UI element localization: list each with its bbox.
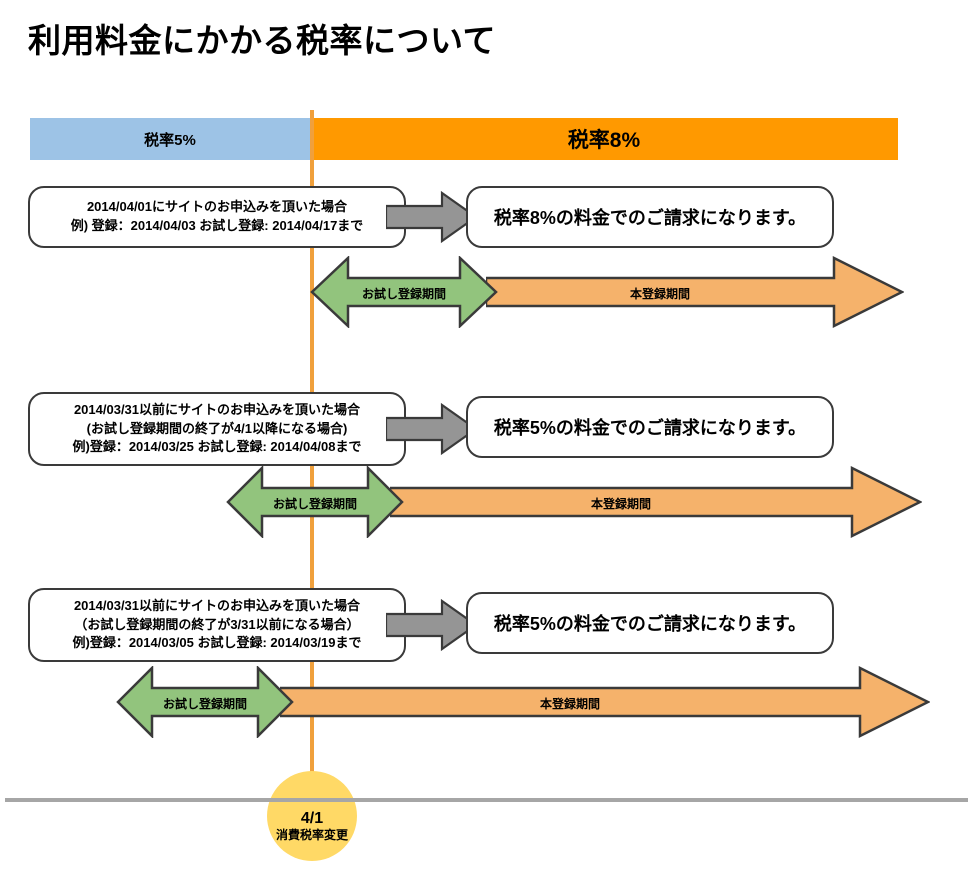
row-1-result-text: 税率8%の料金でのご請求になります。 — [493, 208, 807, 228]
timeline-baseline — [5, 798, 968, 802]
row-2-condition-text: 2014/03/31以前にサイトのお申込みを頂いた場合 (お試し登録期間の終了が… — [72, 401, 361, 458]
page-title: 利用料金にかかる税率について — [28, 22, 497, 59]
row-3-result-box: 税率5%の料金でのご請求になります。 — [466, 592, 834, 654]
row-3-condition-line1: 2014/03/31以前にサイトのお申込みを頂いた場合 — [73, 597, 361, 613]
row-3-trial-period-arrow — [116, 666, 294, 738]
tax-rate-5-label: 税率5% — [144, 131, 196, 149]
row-3-condition-line2: （お試し登録期間の終了が3/31以前になる場合） — [74, 616, 360, 632]
row-3-result-text: 税率5%の料金でのご請求になります。 — [493, 614, 807, 634]
row-3-full-registration-arrow — [280, 666, 930, 738]
row-2-condition-line2: (お試し登録期間の終了が4/1以降になる場合) — [86, 420, 348, 436]
tax-rate-8-label: 税率8% — [567, 129, 641, 152]
row-2-gray-connector-arrow — [386, 402, 478, 456]
row-1-condition-line1: 2014/04/01にサイトのお申込みを頂いた場合 — [86, 199, 348, 215]
row-1-condition-box: 2014/04/01にサイトのお申込みを頂いた場合 例) 登録：2014/04/… — [28, 186, 406, 248]
row-1-condition-line2: 例) 登録：2014/04/03 お試し登録: 2014/04/17まで — [70, 218, 364, 233]
row-2-full-registration-arrow — [390, 466, 922, 538]
row-2-trial-period-label: お試し登録期間 — [272, 497, 357, 511]
row-1-gray-connector-arrow — [386, 190, 478, 244]
tax-change-milestone: 4/1 消費税率変更 — [267, 771, 357, 861]
row-1-full-registration-arrow — [486, 256, 904, 328]
tax-rate-8-bar: 税率8% — [310, 118, 898, 160]
row-1-trial-period-arrow — [310, 256, 498, 328]
row-3-trial-period-label: お試し登録期間 — [162, 697, 247, 711]
row-3-full-registration-label: 本登録期間 — [539, 697, 600, 711]
row-3-gray-connector-arrow — [386, 598, 478, 652]
milestone-note: 消費税率変更 — [275, 827, 348, 842]
row-2-condition-box: 2014/03/31以前にサイトのお申込みを頂いた場合 (お試し登録期間の終了が… — [28, 392, 406, 466]
row-2-condition-line3: 例)登録：2014/03/25 お試し登録: 2014/04/08まで — [72, 439, 362, 455]
row-2-condition-line1: 2014/03/31以前にサイトのお申込みを頂いた場合 — [73, 401, 361, 417]
tax-rate-5-bar: 税率5% — [30, 118, 310, 160]
row-3-condition-line3: 例)登録：2014/03/05 お試し登録: 2014/03/19まで — [72, 635, 362, 651]
row-2-full-registration-label: 本登録期間 — [590, 497, 651, 511]
row-1-full-registration-label: 本登録期間 — [629, 287, 690, 301]
milestone-date: 4/1 — [300, 810, 324, 827]
row-2-result-text: 税率5%の料金でのご請求になります。 — [493, 418, 807, 438]
row-1-condition-text: 2014/04/01にサイトのお申込みを頂いた場合 例) 登録：2014/04/… — [71, 198, 364, 236]
row-1-result-box: 税率8%の料金でのご請求になります。 — [466, 186, 834, 248]
row-3-condition-box: 2014/03/31以前にサイトのお申込みを頂いた場合 （お試し登録期間の終了が… — [28, 588, 406, 662]
row-1-trial-period-label: お試し登録期間 — [361, 287, 446, 301]
row-3-condition-text: 2014/03/31以前にサイトのお申込みを頂いた場合 （お試し登録期間の終了が… — [72, 597, 361, 654]
row-2-trial-period-arrow — [226, 466, 404, 538]
row-2-result-box: 税率5%の料金でのご請求になります。 — [466, 396, 834, 458]
